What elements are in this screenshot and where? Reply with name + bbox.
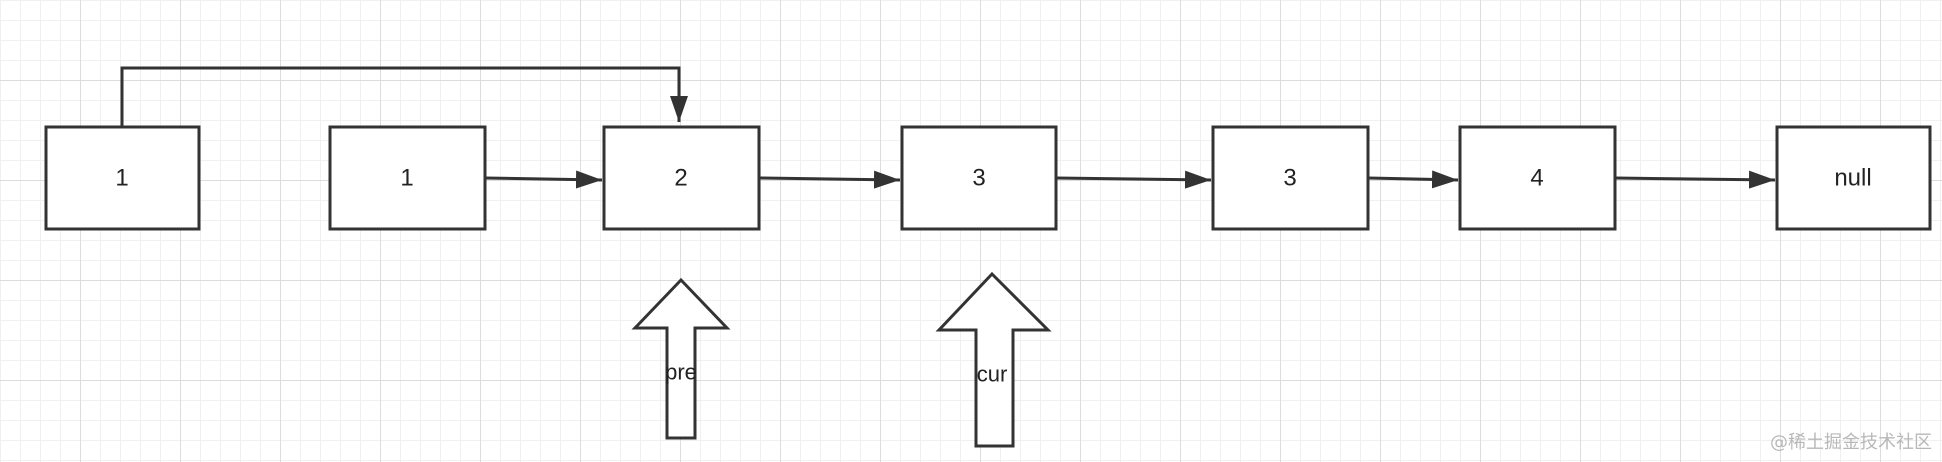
edge-2-to-3-arrow <box>758 170 901 189</box>
node-label: 2 <box>674 165 687 192</box>
cur-pointer: cur <box>935 271 1052 448</box>
watermark: @稀土掘金技术社区 <box>1770 432 1932 453</box>
bypass-edge-arrow <box>120 66 688 126</box>
list-node: 1 <box>44 125 201 231</box>
edge-3-to-3-arrow <box>1055 170 1212 189</box>
node-label: 3 <box>972 165 985 192</box>
up-arrow-icon <box>935 271 1052 448</box>
edge-1-to-2-arrow <box>484 170 603 189</box>
node-label: 3 <box>1283 165 1296 192</box>
list-node: 1 <box>328 125 487 231</box>
node-label: 1 <box>400 165 413 192</box>
list-node: 3 <box>900 125 1058 231</box>
node-label: null <box>1834 165 1871 192</box>
cur-pointer-label: cur <box>977 362 1008 387</box>
pre-pointer-label: pre <box>665 360 697 385</box>
list-node: 3 <box>1211 125 1370 231</box>
edge-3-to-4-arrow <box>1367 170 1459 189</box>
node-label: 4 <box>1530 165 1543 192</box>
edge-4-to-null-arrow <box>1614 170 1776 189</box>
node-label: 1 <box>115 165 128 192</box>
list-node: 4 <box>1458 125 1617 231</box>
list-node: null <box>1775 125 1932 231</box>
up-arrow-icon <box>631 277 731 440</box>
pre-pointer: pre <box>631 277 731 440</box>
list-node: 2 <box>602 125 761 231</box>
